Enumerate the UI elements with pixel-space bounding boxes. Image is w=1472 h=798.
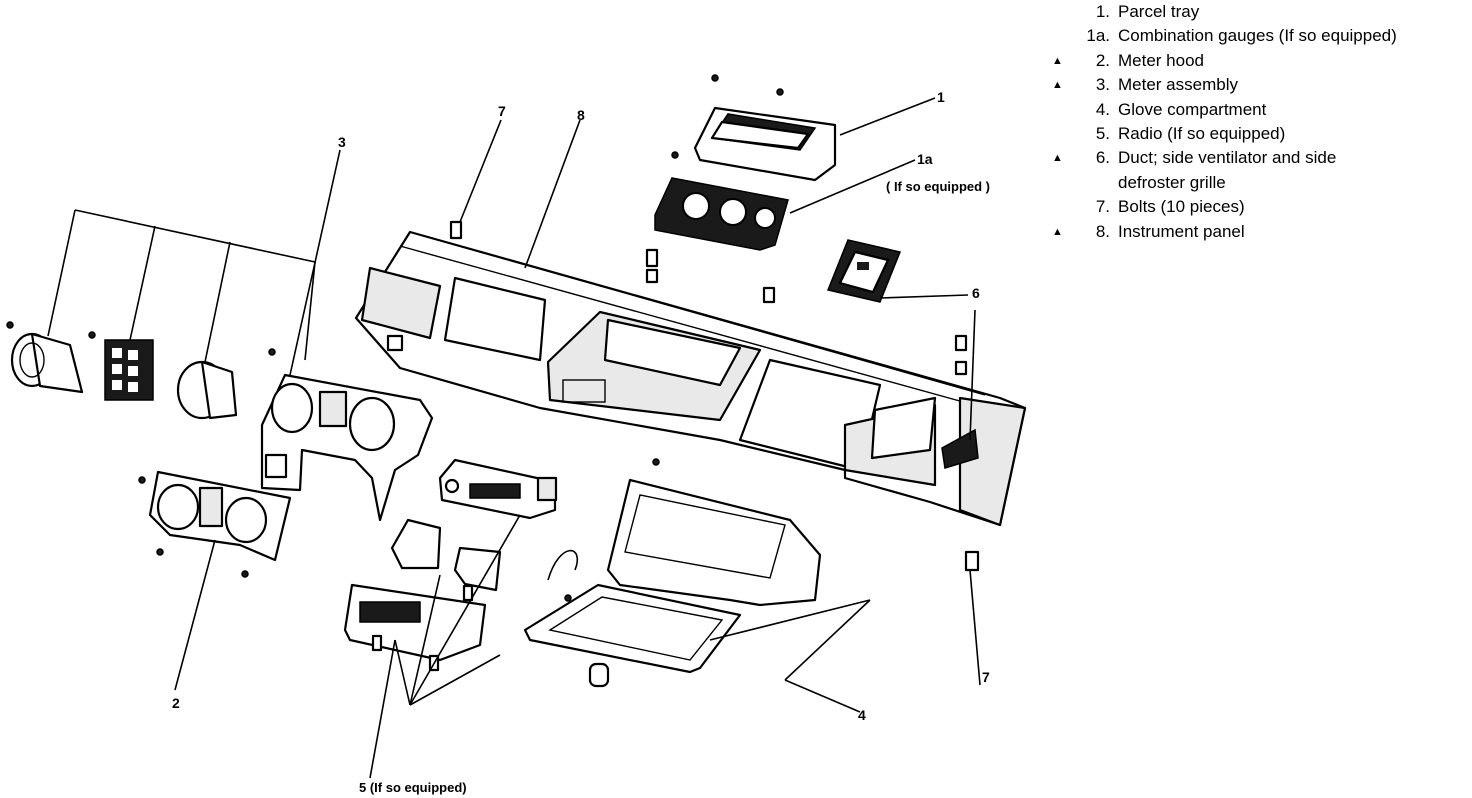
instrument-panel <box>354 230 1027 527</box>
legend-text: Meter assembly <box>1118 75 1238 95</box>
meter-hood <box>148 470 292 562</box>
glove-compartment <box>523 478 822 688</box>
legend-number: 1a. <box>1086 26 1110 46</box>
legend-number: 8. <box>1095 221 1110 241</box>
leader-lines <box>47 97 981 779</box>
parcel-tray <box>693 106 837 182</box>
legend-item: 7. Bolts (10 pieces) <box>1050 195 1470 219</box>
legend-number: 6. <box>1095 148 1110 168</box>
legend-text: Instrument panel <box>1118 221 1245 241</box>
legend-text: Radio (If so equipped) <box>1118 123 1286 143</box>
callout-7-top: 7 <box>498 103 506 119</box>
legend-text: Combination gauges (If so equipped) <box>1118 26 1397 46</box>
legend-text: Parcel tray <box>1118 2 1200 21</box>
callout-4: 4 <box>858 707 866 723</box>
callout-1a: 1a <box>917 151 933 167</box>
legend-text: defroster grille <box>1118 172 1226 192</box>
callout-7-right: 7 <box>982 669 990 685</box>
triangle-marker-icon: ▲ <box>1052 225 1063 238</box>
callout-1a-note: ( If so equipped ) <box>886 179 990 194</box>
meter-assembly <box>260 373 434 522</box>
callout-6: 6 <box>972 285 980 301</box>
legend-item: ▲ 8. Instrument panel <box>1050 220 1470 244</box>
bolts <box>6 74 980 672</box>
legend-item: ▲ 6. Duct; side ventilator and side <box>1050 146 1470 170</box>
callout-2: 2 <box>172 695 180 711</box>
legend-item: defroster grille <box>1050 171 1470 195</box>
legend-item: ▲ 2. Meter hood <box>1050 49 1470 73</box>
side-ventilator-duct <box>826 239 902 303</box>
legend-number: 1. <box>1095 2 1110 21</box>
triangle-marker-icon: ▲ <box>1052 79 1063 92</box>
triangle-marker-icon: ▲ <box>1052 152 1063 165</box>
callout-5: 5 (If so equipped) <box>359 780 467 795</box>
triangle-marker-icon: ▲ <box>1052 54 1063 67</box>
loose-gauges <box>10 332 238 420</box>
legend-item: 1a. Combination gauges (If so equipped) <box>1050 24 1470 48</box>
legend-item: ▲ 3. Meter assembly <box>1050 73 1470 97</box>
legend-text: Glove compartment <box>1118 99 1267 119</box>
legend-number: 3. <box>1095 75 1110 95</box>
legend-text: Bolts (10 pieces) <box>1118 197 1245 217</box>
legend-number: 5. <box>1095 123 1110 143</box>
legend-text: Meter hood <box>1118 50 1204 70</box>
combination-gauges <box>654 177 789 251</box>
legend-item: 5. Radio (If so equipped) <box>1050 122 1470 146</box>
radio <box>438 458 558 520</box>
legend-number: 2. <box>1095 50 1110 70</box>
legend-number: 4. <box>1095 99 1110 119</box>
callout-1: 1 <box>937 89 945 105</box>
parts-legend: 1. Parcel tray 1a. Combination gauges (If s… <box>1050 0 1470 244</box>
legend-text: Duct; side ventilator and side <box>1118 148 1337 168</box>
callout-8: 8 <box>577 107 585 123</box>
callout-3: 3 <box>338 134 346 150</box>
legend-item: 1. Parcel tray <box>1050 0 1470 24</box>
legend-number: 7. <box>1095 197 1110 217</box>
legend-item: 4. Glove compartment <box>1050 98 1470 122</box>
